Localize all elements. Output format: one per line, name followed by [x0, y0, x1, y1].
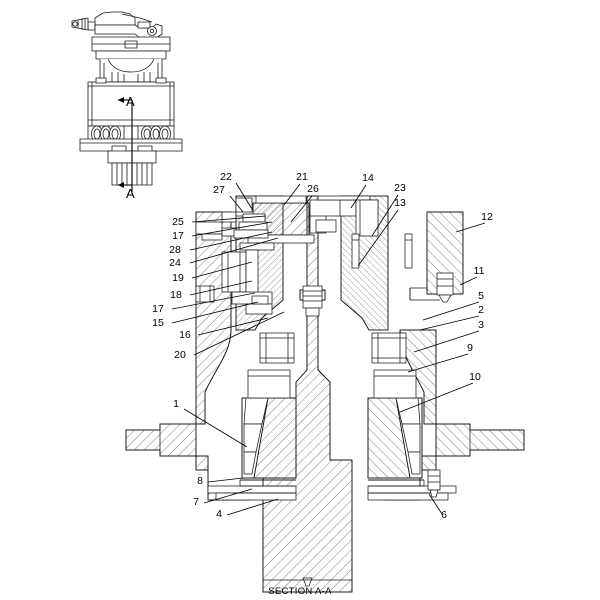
center-cap-screw [302, 285, 323, 317]
section-a-a-view [125, 195, 525, 593]
tapered-roller-bearing-right [367, 369, 423, 479]
callout-label-9: 9 [467, 342, 473, 354]
leader-line-17a [191, 221, 273, 237]
leader-line-3 [413, 330, 480, 353]
tapered-roller-bearing-left [241, 369, 297, 479]
roller-group-left [91, 125, 121, 143]
leader-line-13 [357, 209, 399, 267]
lower-retainer-plate-left [207, 479, 297, 501]
leader-line-4 [226, 498, 279, 516]
left-retainer-stack [221, 197, 273, 315]
top-right-body-block [309, 195, 413, 269]
leader-line-25 [191, 215, 267, 223]
top-elevation-view [71, 11, 183, 192]
callout-label-25: 25 [172, 216, 184, 228]
leader-line-5 [422, 301, 480, 321]
section-cut-line-a-a [118, 97, 133, 192]
callout-label-27: 27 [213, 184, 225, 196]
mounting-flange [79, 138, 183, 153]
callout-label-11: 11 [474, 265, 485, 277]
callout-label-22: 22 [220, 171, 232, 183]
callout-label-28: 28 [169, 244, 181, 256]
section-marker-a-bottom: A [126, 186, 135, 201]
callout-label-10: 10 [469, 371, 481, 383]
callout-label-3: 3 [478, 319, 484, 331]
motor-housing [91, 36, 171, 83]
upper-right-bolt [436, 272, 454, 303]
leader-line-2 [419, 315, 480, 331]
leader-line-18 [189, 280, 253, 296]
leader-line-9 [407, 353, 469, 373]
callout-label-17b: 17 [152, 303, 164, 315]
leader-line-19 [191, 261, 253, 279]
hydraulic-motor-block [71, 11, 163, 39]
shaft-bottom-plug [263, 577, 352, 587]
callout-label-18: 18 [170, 289, 182, 301]
leader-line-10 [399, 382, 474, 413]
callout-label-15: 15 [152, 317, 164, 329]
callout-label-5: 5 [478, 290, 484, 302]
callout-label-26: 26 [307, 183, 319, 195]
callout-label-1: 1 [173, 398, 179, 410]
upper-bearing-left [259, 332, 295, 364]
leader-line-24 [189, 237, 279, 264]
leader-line-23 [371, 194, 399, 237]
callout-label-7: 7 [193, 496, 199, 508]
callout-label-16: 16 [179, 329, 191, 341]
housing-right-mounting-boss [409, 211, 464, 301]
callout-label-24: 24 [169, 257, 181, 269]
leader-line-11 [459, 276, 478, 286]
callout-label-4: 4 [216, 508, 222, 520]
leader-line-20 [193, 311, 285, 356]
leader-line-14 [350, 184, 367, 209]
roller-group-right [141, 125, 171, 143]
leader-line-6 [428, 493, 443, 515]
section-marker-a-top: A [126, 94, 135, 109]
leader-line-28 [189, 231, 273, 251]
leader-line-12 [455, 222, 486, 233]
lower-right-bolt [427, 469, 441, 498]
leader-line-7 [203, 488, 253, 504]
callout-label-19: 19 [172, 272, 184, 284]
leader-line-1 [183, 408, 248, 448]
callout-label-21: 21 [296, 171, 308, 183]
callout-number-labels: 2227212614231325172824191817151620187412… [152, 171, 493, 521]
leader-line-21 [283, 183, 301, 206]
callout-label-2: 2 [478, 304, 484, 316]
callout-label-6: 6 [441, 509, 447, 521]
leader-line-26 [290, 195, 313, 223]
leader-line-17b [171, 292, 256, 310]
leader-line-22 [235, 182, 253, 210]
section-title-caption: SECTION A-A [268, 586, 332, 597]
callout-label-12: 12 [481, 211, 493, 223]
callout-label-20: 20 [174, 349, 186, 361]
upper-bearing-right [371, 332, 407, 364]
callout-leader-lines [171, 182, 486, 516]
leader-line-27 [229, 195, 244, 213]
callout-label-8: 8 [197, 475, 203, 487]
lower-retainer-plate-right [367, 479, 457, 501]
callout-label-14: 14 [362, 172, 374, 184]
callout-label-23: 23 [394, 182, 406, 194]
callout-label-17a: 17 [172, 230, 184, 242]
leader-line-8 [207, 477, 244, 483]
leader-line-15 [171, 301, 259, 324]
leader-line-16 [197, 317, 269, 336]
callout-label-13: 13 [394, 197, 406, 209]
